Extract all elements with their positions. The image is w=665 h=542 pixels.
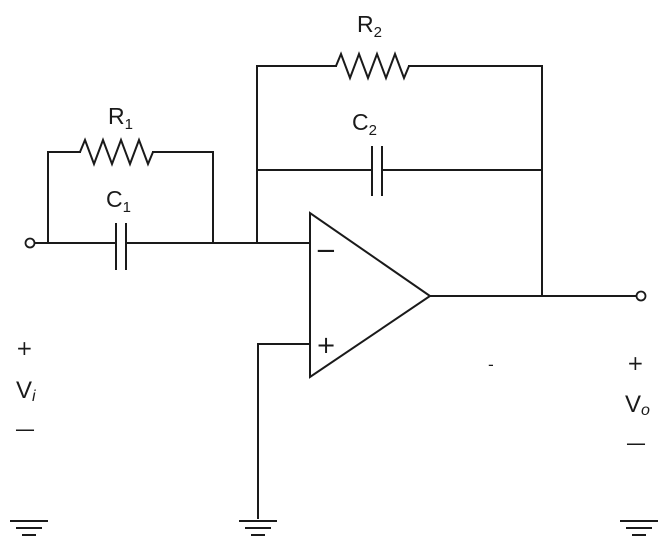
feedback-left-wire bbox=[256, 65, 337, 244]
input-wire bbox=[34, 151, 81, 244]
noninverting-input-sign: + bbox=[316, 331, 336, 359]
r1-resistor bbox=[79, 137, 154, 167]
vi-label: Vi bbox=[16, 377, 36, 405]
ground-symbol-output bbox=[620, 520, 658, 536]
input-terminal bbox=[24, 237, 36, 249]
noninverting-ground-wire bbox=[257, 343, 311, 519]
vo-minus-sign: — bbox=[626, 431, 646, 455]
ground-symbol-input bbox=[10, 520, 48, 536]
output-terminal bbox=[635, 290, 647, 302]
vi-minus-sign: — bbox=[15, 417, 35, 441]
r2-label: R2 bbox=[357, 11, 382, 41]
r2-resistor bbox=[335, 51, 410, 81]
stray-mark: - bbox=[488, 355, 494, 374]
op-amp-triangle bbox=[309, 211, 432, 379]
r1-label: R1 bbox=[108, 103, 133, 133]
r2-right-wire bbox=[408, 65, 543, 297]
inverting-input-sign: − bbox=[315, 236, 337, 266]
c2-label: C2 bbox=[352, 109, 377, 139]
c1-label: C1 bbox=[106, 186, 131, 216]
vi-plus-sign: + bbox=[16, 336, 33, 360]
vo-plus-sign: + bbox=[627, 351, 644, 375]
vo-label: Vo bbox=[625, 391, 650, 419]
ground-symbol-center bbox=[239, 520, 277, 536]
r1-right-wire bbox=[152, 151, 214, 244]
